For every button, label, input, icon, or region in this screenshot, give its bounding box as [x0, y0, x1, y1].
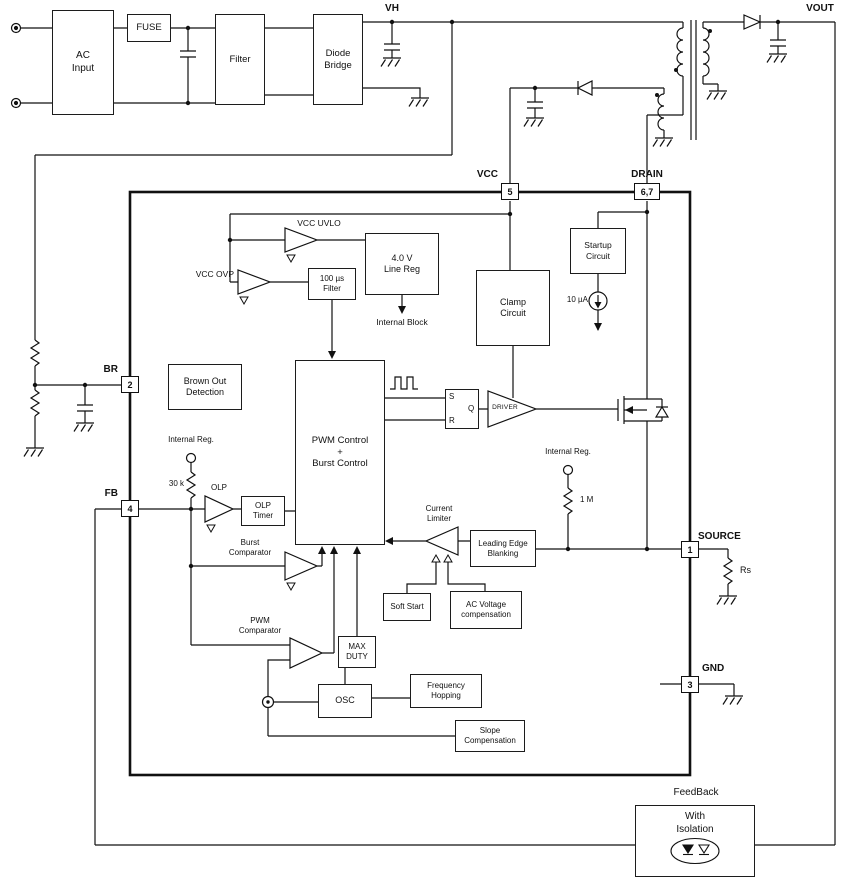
ac-voltage-comp-block: AC Voltage compensation — [450, 591, 522, 629]
clamp-circuit-block: Clamp Circuit — [476, 270, 550, 346]
latch-q-label: Q — [468, 404, 475, 413]
fb-internal-wiring — [139, 452, 455, 737]
current-10ua-label: 10 µA — [566, 295, 588, 304]
gnd-pin-label: GND — [702, 663, 725, 674]
pwm-control-block: PWM Control + Burst Control — [295, 360, 385, 545]
vcc-uvlo-label: VCC UVLO — [297, 218, 341, 228]
diode-bridge-block: Diode Bridge — [313, 14, 363, 105]
resistor-1m-label: 1 M — [580, 495, 594, 504]
brown-out-block: Brown Out Detection — [168, 364, 242, 410]
startup-wiring — [588, 201, 648, 399]
current-sense-wiring — [385, 464, 738, 606]
current-limiter-label: Current Limiter — [425, 504, 453, 524]
internal-reg-right-label: Internal Reg. — [545, 447, 591, 456]
latch-s-label: S — [449, 392, 455, 401]
ac-input-block: AC Input — [52, 10, 114, 115]
startup-circuit-block: Startup Circuit — [570, 228, 626, 274]
vout-label: VOUT — [806, 3, 834, 14]
internal-reg-left-label: Internal Reg. — [168, 435, 214, 444]
fuse-block: FUSE — [127, 14, 171, 42]
vh-label: VH — [385, 3, 399, 14]
br-pin: 2 — [121, 376, 139, 393]
fb-pin-label: FB — [104, 488, 118, 499]
sr-latch-block: S R Q — [445, 389, 479, 429]
filter-100us-block: 100 µs Filter — [308, 268, 356, 300]
resistor-rs-label: Rs — [740, 565, 751, 575]
feedback-loop-wiring — [94, 508, 635, 846]
vcc-pin: 5 — [501, 183, 519, 200]
internal-block-label: Internal Block — [376, 317, 428, 327]
soft-start-block: Soft Start — [383, 593, 431, 621]
source-pin: 1 — [681, 541, 699, 558]
pulse-waveform-icon — [390, 376, 418, 390]
drain-pin-label: DRAIN — [631, 169, 663, 180]
mains-input-wiring — [10, 21, 683, 109]
pwm-comparator-label: PWM Comparator — [238, 616, 282, 636]
junction-dots — [32, 19, 781, 569]
feedback-isolation-text: With Isolation — [676, 811, 714, 835]
frequency-hopping-block: Frequency Hopping — [410, 674, 482, 708]
driver-label: DRIVER — [492, 404, 518, 411]
output-rectifier — [743, 14, 836, 846]
leading-edge-blanking-block: Leading Edge Blanking — [470, 530, 536, 567]
feedback-isolation-block: With Isolation — [635, 805, 755, 877]
driver-mosfet — [385, 346, 670, 549]
vcc-monitor-wiring — [229, 201, 511, 359]
source-pin-label: SOURCE — [698, 531, 741, 542]
optocoupler-icon — [670, 837, 720, 865]
burst-comparator-label: Burst Comparator — [228, 538, 272, 558]
filter-block: Filter — [215, 14, 265, 105]
gnd-pin: 3 — [681, 676, 699, 693]
max-duty-block: MAX DUTY — [338, 636, 376, 668]
vcc-ovp-label: VCC OVP — [195, 269, 234, 279]
vcc-rail — [509, 80, 597, 183]
br-pin-label: BR — [103, 364, 118, 375]
transformer — [597, 20, 744, 183]
resistor-30k-label: 30 k — [168, 479, 184, 488]
olp-label: OLP — [210, 483, 227, 492]
vcc-pin-label: VCC — [476, 169, 498, 180]
slope-compensation-block: Slope Compensation — [455, 720, 525, 752]
olp-timer-block: OLP Timer — [241, 496, 285, 526]
feedback-label: FeedBack — [673, 787, 719, 798]
osc-block: OSC — [318, 684, 372, 718]
gnd-pin-wiring — [660, 683, 744, 706]
latch-r-label: R — [449, 416, 455, 425]
line-reg-block: 4.0 V Line Reg — [365, 233, 439, 295]
ic-boundary — [128, 190, 692, 777]
drain-pin: 6,7 — [634, 183, 660, 200]
fb-pin: 4 — [121, 500, 139, 517]
